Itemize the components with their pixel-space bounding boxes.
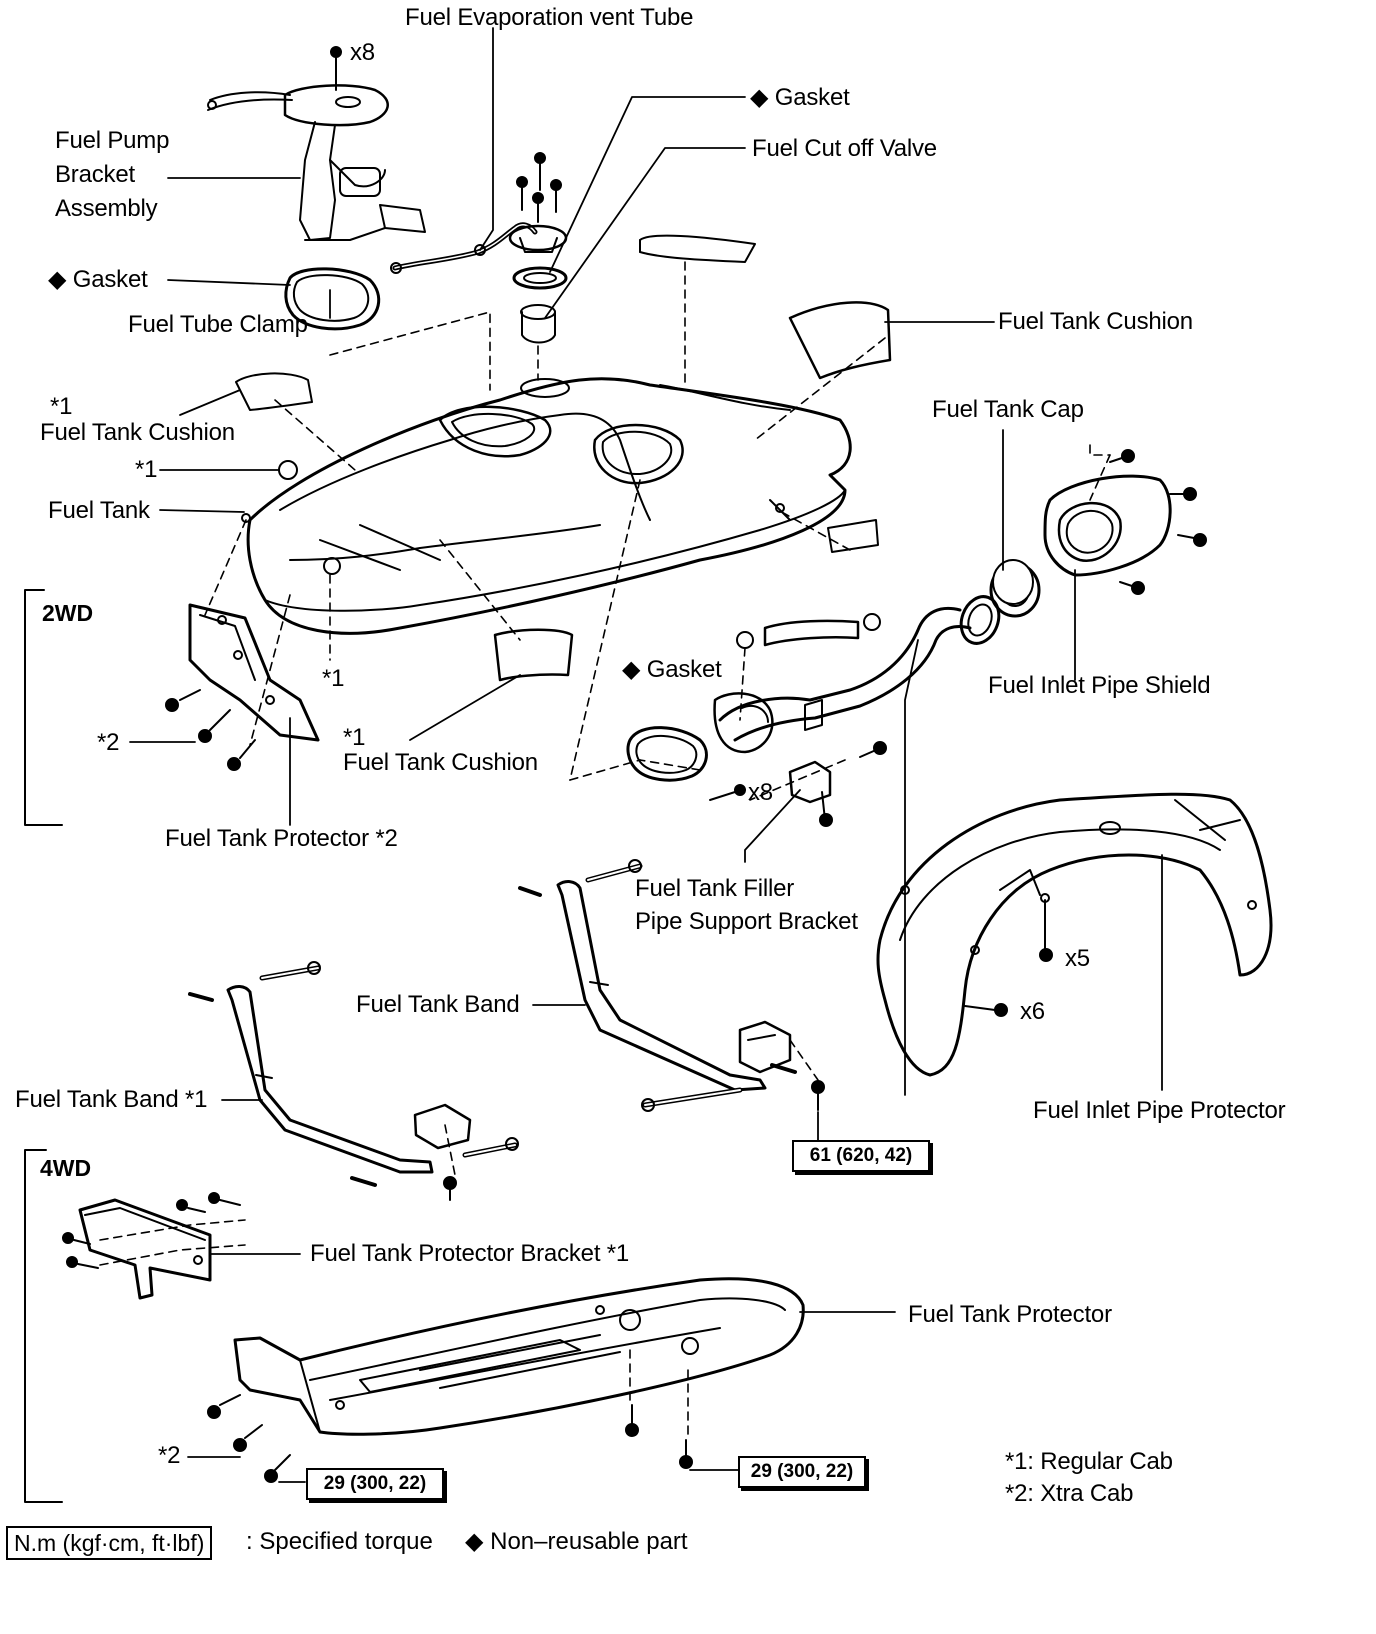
fuel-inlet-pipe-protector	[876, 792, 1273, 1077]
fuel-tank-band-right	[518, 859, 825, 1112]
label-fuel-inlet-pipe-shield: Fuel Inlet Pipe Shield	[988, 672, 1211, 699]
legend-specified-torque: : Specified torque	[246, 1528, 433, 1555]
label-x8-mid: x8	[748, 779, 773, 806]
label-fuel-tank-protector-2: Fuel Tank Protector *2	[165, 825, 398, 852]
label-fuel-cut-off-valve: Fuel Cut off Valve	[752, 135, 937, 162]
note-xtra-cab: *2: Xtra Cab	[1005, 1480, 1134, 1507]
section-label-2wd: 2WD	[42, 600, 94, 626]
label-x5: x5	[1065, 945, 1090, 972]
legend-non-reusable-part: ◆ Non–reusable part	[465, 1528, 688, 1555]
label-star1-cushion: *1	[50, 393, 73, 420]
fuel-tank-protector-2wd	[165, 603, 320, 771]
label-filler-pipe-bracket-line2: Pipe Support Bracket	[635, 908, 858, 935]
label-star1-lower: *1	[322, 665, 345, 692]
label-gasket-mid: ◆ Gasket	[622, 656, 722, 683]
fuel-cut-off-valve-assembly	[508, 152, 568, 344]
label-gasket-left: ◆ Gasket	[48, 266, 148, 293]
label-star2-4wd: *2	[158, 1442, 181, 1469]
fuel-tank-cushions	[235, 234, 892, 682]
label-star2-2wd: *2	[97, 729, 120, 756]
label-x6: x6	[1020, 998, 1045, 1025]
wd2-bracket	[24, 589, 63, 826]
note-regular-cab: *1: Regular Cab	[1005, 1448, 1173, 1475]
dashed-assembly-lines	[99, 261, 1111, 1441]
label-fuel-pump-line2: Bracket	[55, 161, 135, 188]
label-star1-nut: *1	[135, 456, 158, 483]
wd4-bracket	[24, 1149, 63, 1503]
fuel-inlet-pipe-shield	[1043, 449, 1207, 595]
label-fuel-tank-protector: Fuel Tank Protector	[908, 1301, 1112, 1328]
label-fuel-tank-cushion-low: Fuel Tank Cushion	[343, 749, 538, 776]
fuel-pump-bracket-assembly	[207, 46, 426, 241]
label-fuel-tank-band: Fuel Tank Band	[356, 991, 520, 1018]
label-fuel-tank-cushion-right: Fuel Tank Cushion	[998, 308, 1193, 335]
label-star1-cushion-low: *1	[343, 724, 366, 751]
fuel-tank-cap	[992, 559, 1034, 605]
filler-pipe-support-bracket	[709, 741, 887, 827]
label-fuel-tank-band-1: Fuel Tank Band *1	[15, 1086, 208, 1113]
section-label-4wd: 4WD	[40, 1155, 92, 1181]
torque-box-protector-right: 29 (300, 22)	[738, 1456, 866, 1488]
fuel-evaporation-vent-tube	[390, 222, 538, 274]
fuel-tank-protector-4wd	[207, 1277, 805, 1483]
fuel-tank-band-left	[188, 961, 519, 1201]
label-fuel-pump-line1: Fuel Pump	[55, 127, 170, 154]
gasket-mid	[626, 726, 708, 782]
fuel-filler-pipe	[713, 562, 1041, 754]
label-fuel-tank-cushion-left: Fuel Tank Cushion	[40, 419, 235, 446]
leader-lines	[129, 27, 1163, 1483]
label-fuel-pump-line3: Assembly	[55, 195, 158, 222]
label-fuel-evaporation-vent-tube: Fuel Evaporation vent Tube	[405, 4, 694, 31]
label-x8-top: x8	[350, 39, 375, 66]
gasket-left	[284, 267, 381, 331]
label-fuel-tank-cap: Fuel Tank Cap	[932, 396, 1084, 423]
torque-box-protector-left: 29 (300, 22)	[306, 1468, 444, 1500]
label-fuel-tank: Fuel Tank	[48, 497, 150, 524]
torque-box-band: 61 (620, 42)	[792, 1140, 930, 1172]
label-fuel-tank-protector-bracket: Fuel Tank Protector Bracket *1	[310, 1240, 630, 1267]
label-filler-pipe-bracket-line1: Fuel Tank Filler	[635, 875, 795, 902]
label-fuel-tube-clamp: Fuel Tube Clamp	[128, 311, 308, 338]
fuel-tank	[241, 377, 852, 635]
fuel-tank-protector-bracket	[62, 1192, 241, 1300]
label-gasket-top: ◆ Gasket	[750, 84, 850, 111]
label-fuel-inlet-pipe-protector: Fuel Inlet Pipe Protector	[1033, 1097, 1286, 1124]
legend-torque-unit-box: N.m (kgf·cm, ft·lbf)	[6, 1526, 213, 1560]
